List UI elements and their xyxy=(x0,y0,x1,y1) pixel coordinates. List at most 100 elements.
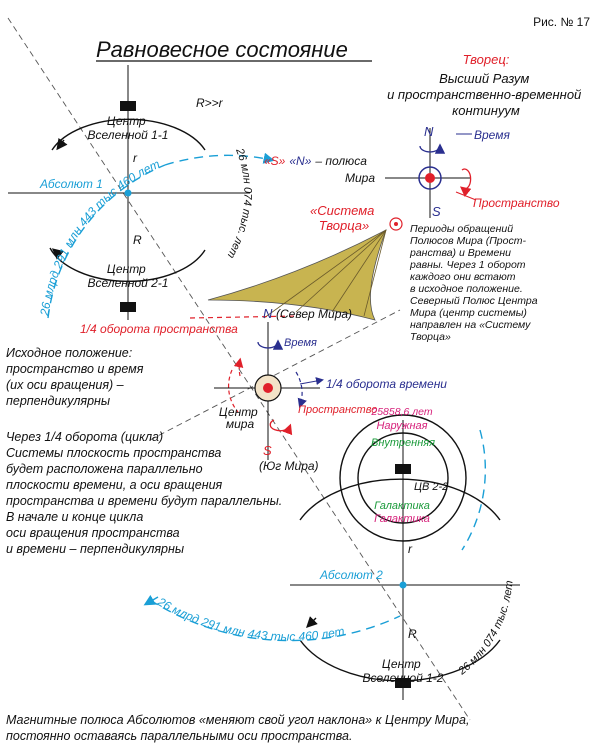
periods-line-10: Творца» xyxy=(410,331,451,343)
lower-blue-arc-textpath: 26 млрд 291 млн 443 тыс 460 лет xyxy=(154,594,345,644)
lower-orbit-arc-bottom xyxy=(299,639,501,682)
creator-system-label: «Система Творца» xyxy=(310,203,378,233)
lower-blue-arc-label: 26 млрд 291 млн 443 тыс 460 лет xyxy=(154,594,345,644)
initial-line-3: (их оси вращения) – xyxy=(6,378,125,392)
quarter-space-label: 1/4 оборота пространства xyxy=(80,322,238,336)
upper-black-arc-textpath: 26 млн 074 тыс. лет xyxy=(225,146,254,260)
lower-black-arc-label: 26 млн 074 тыс. лет xyxy=(456,580,516,678)
ratio-label: R>>r xyxy=(196,96,224,110)
upper-orbit-arc-bottom xyxy=(49,247,206,283)
quarter-line-4: плоскости времени, а оси вращения xyxy=(6,478,223,492)
galaxy-years-label: 25858,6 лет xyxy=(370,406,433,418)
world-center-line-2: мира xyxy=(226,417,255,431)
poles-rest: – полюса xyxy=(314,154,367,168)
upper-center-block-top xyxy=(120,101,136,111)
upper-center-bottom-label: Центр Вселенной 2-1 xyxy=(88,262,169,290)
periods-line-5: каждого они встают xyxy=(410,271,516,283)
quarter-line-2: Системы плоскость пространства xyxy=(6,446,221,460)
upper-blue-dashed-arc-end xyxy=(164,152,275,166)
world-space-label: Пространство xyxy=(298,404,377,416)
world-center-line-1: Центр xyxy=(219,405,258,419)
world-time-rotation-right xyxy=(295,371,307,409)
absolute-1-label: Абсолют 1 xyxy=(39,177,103,191)
poles-label: «S»«N»– полюса xyxy=(264,154,367,168)
upper-center-top-label: Центр Вселенной 1-1 xyxy=(88,114,169,142)
periods-line-7: Северный Полюс Центра xyxy=(410,295,538,307)
creator-space-leader xyxy=(455,191,477,201)
periods-line-6: в исходное положение. xyxy=(410,283,523,295)
world-north-label: (Север Мира) xyxy=(276,307,352,321)
periods-line-2: Полюсов Мира (Прост- xyxy=(410,235,526,247)
footer-line-2: постоянно оставаясь параллельными оси пр… xyxy=(6,729,352,743)
creator-time-rotation-icon xyxy=(419,143,446,154)
world-center-core xyxy=(263,383,273,393)
galaxy-outer-label: Наружная xyxy=(376,420,427,432)
upper-center-bottom-line-1: Центр xyxy=(107,262,146,276)
quarter-space-baseline xyxy=(189,315,299,319)
lower-center-label: Центр Вселенной 1-2 xyxy=(363,657,444,685)
upper-orbit-arrow xyxy=(56,137,68,151)
poles-quote-n: «N» xyxy=(289,154,311,168)
upper-r-big: R xyxy=(133,233,142,247)
world-n-label: N xyxy=(263,306,273,321)
lower-blue-dashed-arc xyxy=(149,599,401,642)
quarter-line-8: и времени – перпендикулярны xyxy=(6,542,184,556)
upper-center-top-line-2: Вселенной 1-1 xyxy=(88,128,169,142)
beam-line-3 xyxy=(331,229,387,313)
creator-space-label: Пространство xyxy=(473,196,560,210)
quarter-line-3: будет расположена параллельно xyxy=(6,462,203,476)
initial-line-4: перпендикулярны xyxy=(6,394,110,408)
galaxy-cv-label: ЦВ 2-2 xyxy=(414,481,448,493)
creator-heading: Творец: xyxy=(463,52,510,67)
creator-block: Творец: Высший Разум и пространственно-в… xyxy=(264,52,585,343)
creator-system-core xyxy=(394,222,398,226)
galaxy-block: 25858,6 лет Наружная Внутренняя ЦВ 2-2 Г… xyxy=(299,406,501,700)
world-time-label: Время xyxy=(284,337,317,349)
upper-center-bottom-line-2: Вселенной 2-1 xyxy=(88,276,169,290)
cross-diagonal-axis xyxy=(149,309,401,441)
initial-position-note: Исходное положение: пространство и время… xyxy=(6,346,147,408)
figure-label: Рис. № 17 xyxy=(533,15,590,29)
initial-line-2: пространство и время xyxy=(6,362,144,376)
upper-orbit-arc-top xyxy=(51,118,206,151)
lower-center-line-2: Вселенной 1-2 xyxy=(363,671,444,685)
upper-center-top-line-1: Центр xyxy=(107,114,146,128)
creator-body: Высший Разум и пространственно-временной… xyxy=(387,71,585,118)
creator-body-line-3: континуум xyxy=(452,103,520,118)
creator-outer-ring xyxy=(418,166,442,190)
quarter-line-7: оси вращения пространства xyxy=(6,526,180,540)
quarter-line-6: В начале и конце цикла xyxy=(6,510,143,524)
world-space-rotation-icon xyxy=(269,419,293,436)
lower-black-arc-textpath: 26 млн 074 тыс. лет xyxy=(456,580,516,678)
beam-line-2 xyxy=(295,229,387,313)
galaxy-label-2: Галактика xyxy=(374,513,430,525)
lower-blue-arrow xyxy=(143,594,159,606)
galaxy-center-block-bottom xyxy=(395,678,411,688)
periods-line-3: ранства) и Времени xyxy=(409,247,511,259)
upper-black-arc-label: 26 млн 074 тыс. лет xyxy=(225,146,254,260)
lower-blue-dashed-arc-right xyxy=(461,429,487,551)
page-title: Равновесное состояние xyxy=(96,37,348,62)
creator-n-label: N xyxy=(424,124,434,139)
periods-line-1: Периоды обращений xyxy=(410,223,513,235)
periods-note: Периоды обращений Полюсов Мира (Прост- р… xyxy=(409,223,541,343)
lower-orbit-arrow xyxy=(306,616,318,628)
galaxy-center-block-top xyxy=(395,464,411,474)
world-time-rotation-icon xyxy=(257,339,284,350)
footer-note: Магнитные полюса Абсолютов «меняют свой … xyxy=(6,713,473,743)
creator-body-line-2: и пространственно-временной xyxy=(387,87,581,102)
galaxy-label-1: Галактика xyxy=(374,500,430,512)
creator-time-label: Время xyxy=(474,128,510,142)
quarter-cycle-note: Через 1/4 оборота (цикла) Системы плоско… xyxy=(6,430,286,556)
upper-center-block-bottom xyxy=(120,302,136,312)
upper-orbit-arrow-bottom xyxy=(51,248,65,260)
creator-system-line-2: Творца» xyxy=(319,218,370,233)
absolute-2-dot xyxy=(399,581,407,589)
galaxy-inner-label: Внутренняя xyxy=(371,437,435,449)
creator-core-dot xyxy=(425,173,435,183)
world-south-label: (Юг Мира) xyxy=(259,459,319,473)
creator-space-rotation-icon xyxy=(459,168,472,197)
world-center-label: Центр мира xyxy=(219,405,261,431)
world-space-rotation-left xyxy=(228,369,239,413)
absolute-1-dot xyxy=(124,189,132,197)
